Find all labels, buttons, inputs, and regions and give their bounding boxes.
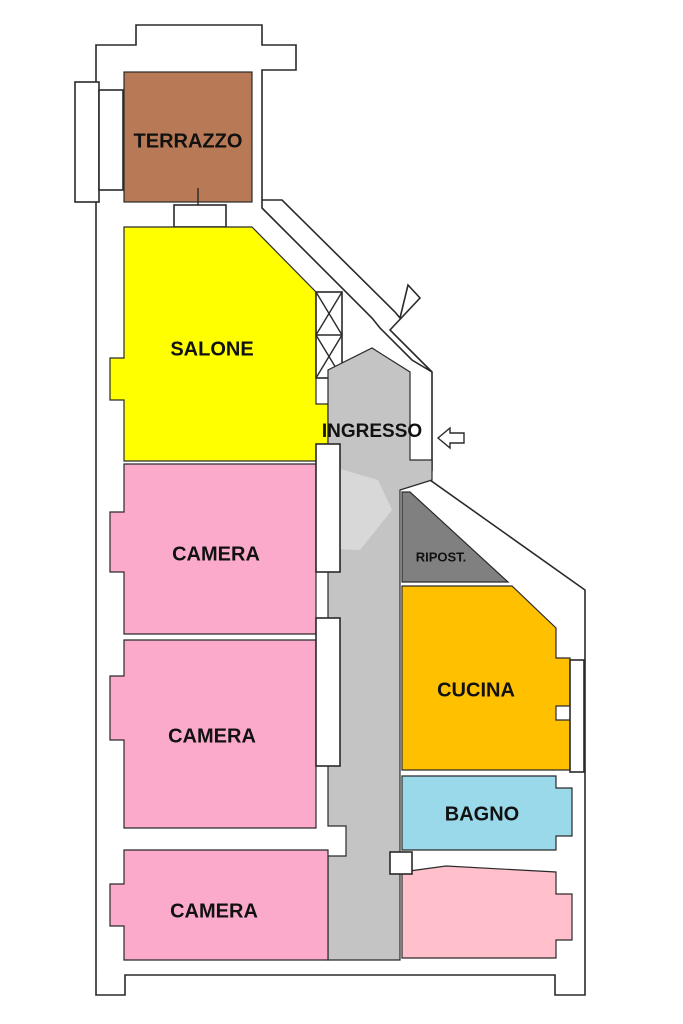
- arrow-left-icon: [436, 426, 465, 450]
- label-camera-3: CAMERA: [170, 900, 258, 922]
- room-unlabeled: [401, 865, 573, 959]
- room-terrazzo: [123, 71, 253, 203]
- label-salone: SALONE: [170, 338, 253, 360]
- label-camera-2: CAMERA: [168, 725, 256, 747]
- room-bagno: [401, 775, 573, 851]
- room-camera-3: [109, 849, 329, 961]
- label-camera-1: CAMERA: [172, 543, 260, 565]
- room-cucina: [401, 585, 571, 771]
- label-terrazzo: TERRAZZO: [134, 130, 243, 152]
- room-ripostiglio: [401, 491, 510, 583]
- label-bagno: BAGNO: [445, 803, 519, 825]
- room-salone: [109, 226, 329, 462]
- label-cucina: CUCINA: [437, 679, 515, 701]
- label-ingresso: INGRESSO: [322, 421, 422, 442]
- entrance-corridor-walls: [261, 199, 433, 373]
- label-ripostiglio: RIPOST.: [416, 549, 467, 564]
